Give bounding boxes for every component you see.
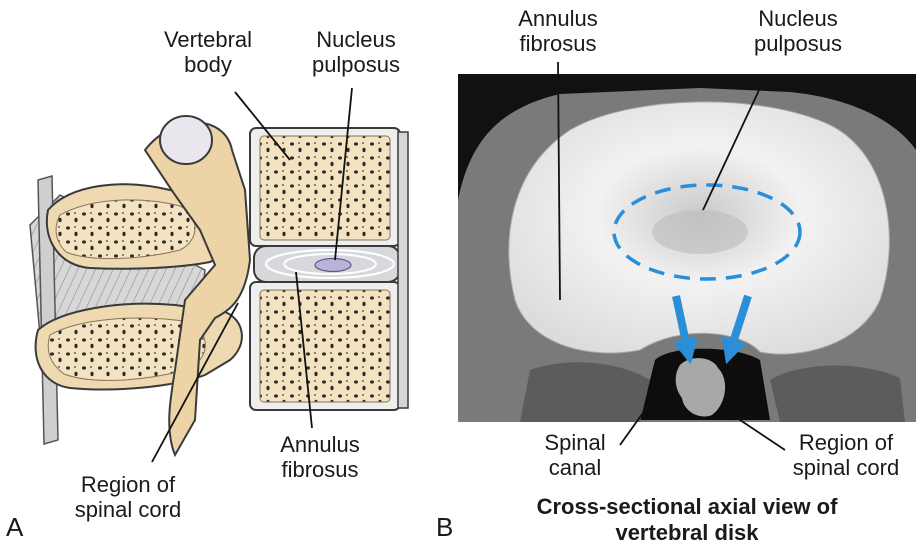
- label-vertebral-body: Vertebral body: [163, 27, 253, 77]
- upper-vertebral-body: [249, 127, 401, 247]
- anterior-ligament: [397, 131, 409, 409]
- label-annulus-fibrosus-b: Annulus fibrosus: [518, 6, 598, 56]
- label-region-spinal-cord-b: Region of spinal cord: [792, 430, 900, 480]
- label-region-spinal-cord-a: Region of spinal cord: [74, 472, 182, 522]
- nucleus-outline-dashed: [612, 183, 802, 281]
- panel-a-leader-lines: [151, 87, 353, 463]
- label-annulus-fibrosus-a: Annulus fibrosus: [280, 432, 360, 482]
- panel-letter-a: A: [6, 512, 24, 542]
- nucleus-pulposus-shape: [314, 257, 352, 273]
- label-spinal-canal: Spinal canal: [544, 430, 606, 480]
- herniation-arrow-right: [721, 294, 752, 365]
- label-nucleus-pulposus-b: Nucleus pulposus: [753, 6, 843, 56]
- herniation-arrow-left: [672, 295, 698, 365]
- label-nucleus-pulposus-a: Nucleus pulposus: [311, 27, 401, 77]
- lower-vertebral-body: [249, 281, 401, 411]
- panel-a-illustration: [29, 87, 409, 463]
- intervertebral-disk: [253, 245, 401, 283]
- panel-b-leader-lines: [557, 61, 786, 451]
- panel-b-caption: Cross-sectional axial view of vertebral …: [536, 494, 838, 545]
- panel-b-ct-image: [458, 61, 916, 451]
- panel-letter-b: B: [436, 512, 454, 542]
- ct-spinal-cord: [675, 358, 726, 417]
- articular-facet: [159, 115, 213, 165]
